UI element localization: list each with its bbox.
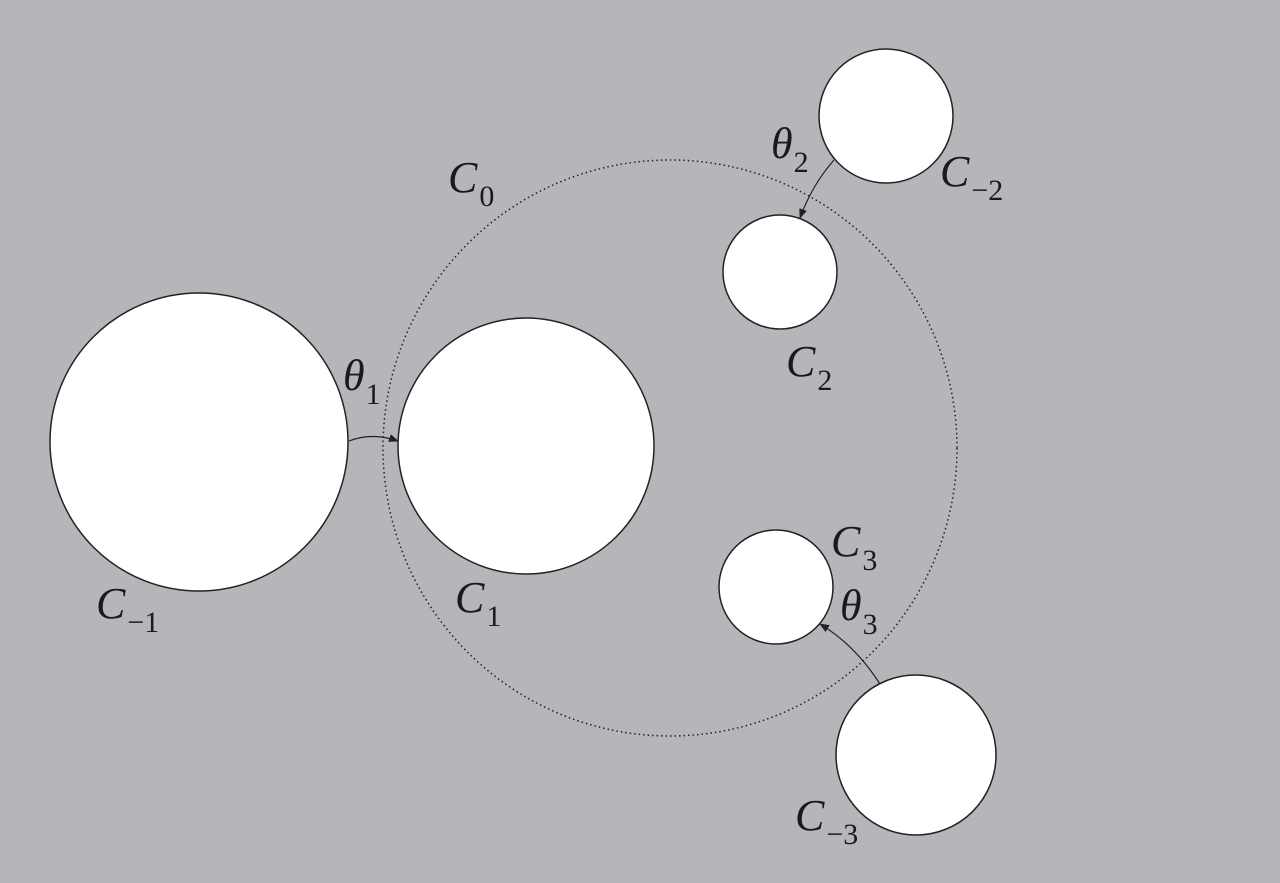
circle-c1: [397, 317, 655, 575]
label-c0: C0: [448, 153, 494, 213]
label-c-minus-2: C−2: [940, 147, 1003, 207]
arrow-theta3: [819, 623, 881, 685]
circle-c-minus-1: [49, 292, 349, 592]
circle-c0-dotted: [382, 159, 958, 737]
label-theta1: θ1: [343, 351, 381, 411]
circle-c-minus-2: [818, 48, 954, 184]
label-c-minus-1: C−1: [96, 579, 159, 639]
circle-c3: [718, 529, 834, 645]
label-c3: C3: [831, 517, 877, 577]
label-c-minus-3: C−3: [795, 791, 858, 851]
arrow-theta1: [348, 434, 399, 442]
label-theta2: θ2: [771, 119, 809, 179]
arrow-theta2: [799, 159, 835, 219]
label-c1: C1: [455, 573, 501, 633]
label-c2: C2: [786, 337, 832, 397]
label-theta3: θ3: [840, 581, 878, 641]
circle-c-minus-3: [835, 674, 997, 836]
circle-c2: [722, 214, 838, 330]
